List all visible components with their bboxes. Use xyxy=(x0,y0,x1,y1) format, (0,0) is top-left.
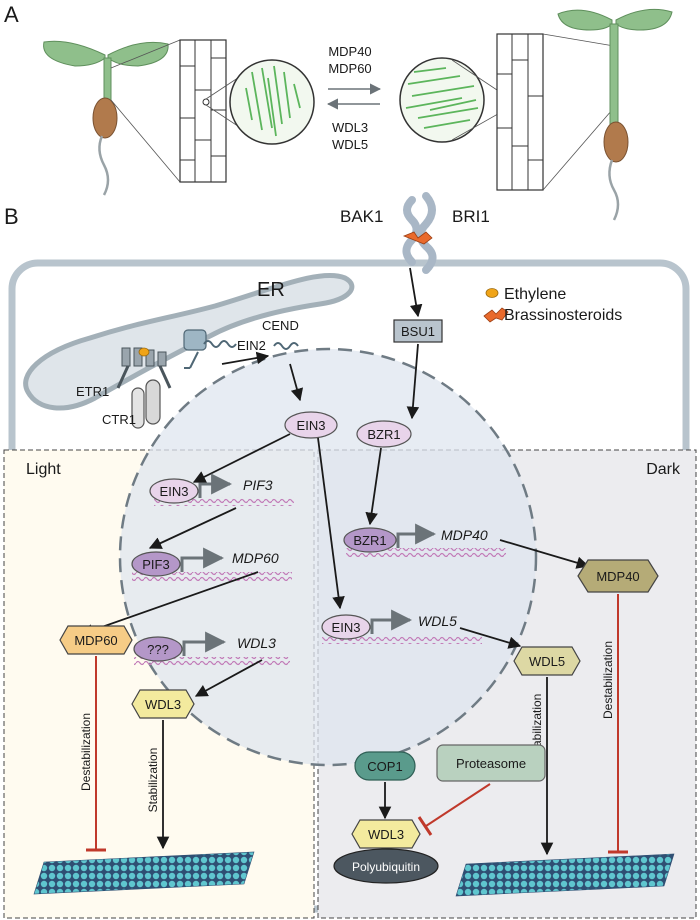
bak1-label: BAK1 xyxy=(340,207,383,226)
bzr1-top-label: BZR1 xyxy=(367,427,400,442)
legend-brassinosteroids: Brassinosteroids xyxy=(504,307,622,324)
mdp60-label: MDP60 xyxy=(328,61,371,76)
wdl5-hexagon: WDL5 xyxy=(513,646,581,676)
microtubule-dark xyxy=(455,853,675,897)
mdp40-protein: MDP40 xyxy=(596,569,639,584)
bri1-bak1-receptor: BAK1 BRI1 xyxy=(340,192,490,274)
bzr1-box xyxy=(343,527,397,553)
ein3-top xyxy=(284,411,338,439)
legend: Ethylene Brassinosteroids xyxy=(483,286,622,324)
ein3-pif3-promoter: EIN3 PIF3 xyxy=(149,473,294,506)
panel-b-label: B xyxy=(4,204,19,229)
pif3-box xyxy=(131,551,181,577)
bsu1-label: BSU1 xyxy=(401,324,435,339)
cop1-label: COP1 xyxy=(367,759,402,774)
legend-ethylene: Ethylene xyxy=(504,286,566,303)
wdl3-label: WDL3 xyxy=(332,120,368,135)
ein3-top-label: EIN3 xyxy=(297,418,326,433)
wdl3-hexagon: WDL3 xyxy=(131,689,195,719)
mdp40-gene: MDP40 xyxy=(441,527,488,543)
wdl5-label: WDL5 xyxy=(332,137,368,152)
cend-fragment: CEND xyxy=(262,318,299,350)
panel-a: A MDP40 MDP60 WDL3 WDL xyxy=(4,2,673,221)
dark-label: Dark xyxy=(646,461,681,478)
cop1-node: COP1 xyxy=(354,751,416,781)
ethylene-molecule xyxy=(138,347,150,357)
etr1-receptor: ETR1 CTR1 xyxy=(76,347,172,429)
ein3-box-label: EIN3 xyxy=(160,484,189,499)
bzr1-box-label: BZR1 xyxy=(353,533,386,548)
unknown-box xyxy=(133,636,183,662)
ethylene-legend-icon xyxy=(485,288,499,298)
ein2-label: EIN2 xyxy=(237,338,266,353)
microtubule-light xyxy=(33,851,255,895)
brassinosteroid-legend-icon xyxy=(483,307,509,323)
ein3-wdl5-promoter: EIN3 WDL5 xyxy=(321,609,482,644)
light-destabilization-label: Destabilization xyxy=(79,713,93,791)
left-cell-file xyxy=(110,39,315,183)
bzr1-mdp40-promoter: BZR1 MDP40 xyxy=(343,523,506,557)
bzr1-top xyxy=(356,420,412,448)
mdp40-label: MDP40 xyxy=(328,44,371,59)
pif3-box-label: PIF3 xyxy=(142,557,169,572)
proteasome-label: Proteasome xyxy=(456,756,526,771)
proteasome-node: Proteasome xyxy=(436,744,546,782)
wdl3-gene: WDL3 xyxy=(237,635,276,651)
ein3-box xyxy=(149,478,199,504)
right-seedling xyxy=(557,8,673,221)
ein3-box-right xyxy=(321,614,371,640)
wdl3-degraded-label: WDL3 xyxy=(368,827,404,842)
unknown-box-label: ??? xyxy=(147,642,169,657)
brassinosteroid-molecule xyxy=(402,231,433,245)
wdl5-gene: WDL5 xyxy=(418,613,457,629)
pif3-mdp60-promoter: PIF3 MDP60 xyxy=(131,547,292,581)
wdl5-protein: WDL5 xyxy=(529,654,565,669)
ein2-protein: EIN2 xyxy=(183,329,266,369)
dark-destabilization-label: Destabilization xyxy=(601,641,615,719)
pif3-gene: PIF3 xyxy=(243,477,273,493)
cend-label: CEND xyxy=(262,318,299,333)
light-stabilization-label: Stabilization xyxy=(146,748,160,813)
ein3-box-right-label: EIN3 xyxy=(332,620,361,635)
wdl3-protein: WDL3 xyxy=(145,697,181,712)
mdp40-hexagon: MDP40 xyxy=(577,559,659,593)
mdp60-gene: MDP60 xyxy=(232,550,279,566)
panel-a-arrows: MDP40 MDP60 WDL3 WDL5 xyxy=(326,44,382,152)
ctr1-label: CTR1 xyxy=(102,412,136,427)
wdl3-degraded-hexagon: WDL3 xyxy=(351,819,421,849)
panel-a-label: A xyxy=(4,2,19,27)
mdp60-protein: MDP60 xyxy=(74,633,117,648)
light-label: Light xyxy=(26,461,61,478)
er-label: ER xyxy=(257,279,285,301)
etr1-label: ETR1 xyxy=(76,384,109,399)
dark-stabilization-label: Stabilization xyxy=(530,694,544,759)
polyubiquitin-node: Polyubiquitin xyxy=(333,848,439,884)
bri1-label: BRI1 xyxy=(452,207,490,226)
polyubiquitin-label: Polyubiquitin xyxy=(352,860,420,874)
right-cell-file xyxy=(399,33,615,191)
bsu1-box xyxy=(393,319,443,343)
mdp60-hexagon: MDP60 xyxy=(59,625,133,655)
unknown-wdl3-promoter: ??? WDL3 xyxy=(133,631,290,666)
left-seedling xyxy=(43,40,169,196)
